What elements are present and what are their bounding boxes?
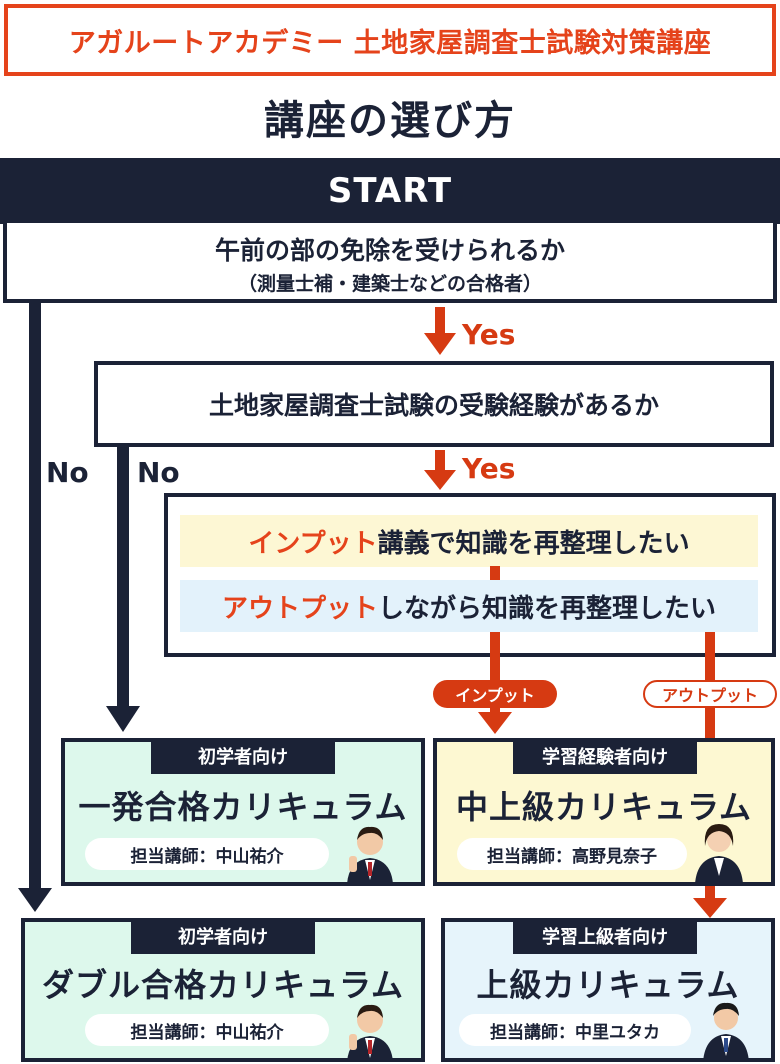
option-connector: [490, 566, 500, 580]
no-arrowhead-2: [106, 706, 140, 732]
option-input-text: 講義で知識を再整理したい: [377, 528, 690, 559]
card-title: ダブル合格カリキュラム: [41, 966, 405, 1004]
card-tag: 学習経験者向け: [513, 738, 697, 774]
pill-output: アウトプット: [643, 680, 777, 708]
card-tag: 初学者向け: [151, 738, 335, 774]
card-title: 一発合格カリキュラム: [78, 788, 408, 826]
card-tag: 初学者向け: [131, 918, 315, 954]
no-line-1: [29, 303, 41, 893]
page-title: 講座の選び方: [264, 98, 516, 144]
pill-input: インプット: [433, 680, 557, 708]
yes-label-2: Yes: [462, 452, 516, 485]
question-1-box: 午前の部の免除を受けられるか （測量士補・建築士などの合格者）: [3, 223, 777, 303]
yes-arrowhead-1: [424, 333, 456, 355]
card-tag: 学習上級者向け: [513, 918, 697, 954]
no-arrowhead-1: [18, 888, 52, 912]
question-2-box: 土地家屋調査士試験の受験経験があるか: [94, 361, 774, 447]
input-arrowhead: [478, 712, 512, 734]
advance-arrowhead: [693, 898, 727, 918]
yes-label-1: Yes: [462, 318, 516, 351]
yes-arrowhead-2: [424, 470, 456, 490]
card-double[interactable]: 初学者向け ダブル合格カリキュラム 担当講師：中山祐介: [21, 918, 425, 1062]
card-chujokyu[interactable]: 学習経験者向け 中上級カリキュラム 担当講師：高野見奈子: [433, 738, 775, 886]
card-ippatsu[interactable]: 初学者向け 一発合格カリキュラム 担当講師：中山祐介: [61, 738, 425, 886]
advance-line: [705, 886, 715, 902]
teacher-photo-icon: [703, 1002, 749, 1062]
input-line: [490, 632, 500, 714]
question-1-note: （測量士補・建築士などの合格者）: [237, 273, 542, 295]
no-label-2: No: [137, 456, 180, 489]
card-title: 上級カリキュラム: [476, 966, 740, 1004]
teacher-photo-icon: [347, 1004, 393, 1062]
teacher-label: 担当講師：中山祐介: [85, 1014, 329, 1046]
no-label-1: No: [46, 456, 89, 489]
teacher-label: 担当講師：高野見奈子: [457, 838, 687, 870]
option-input-highlight: インプット: [248, 528, 378, 559]
option-output-highlight: アウトプット: [221, 593, 378, 624]
card-jokyu[interactable]: 学習上級者向け 上級カリキュラム 担当講師：中里ユタカ: [441, 918, 775, 1062]
no-line-2: [117, 447, 129, 709]
header-banner: アガルートアカデミー 土地家屋調査士試験対策講座: [4, 4, 776, 76]
start-bar: START: [0, 158, 780, 224]
question-1-text: 午前の部の免除を受けられるか: [214, 236, 565, 265]
teacher-label: 担当講師：中山祐介: [85, 838, 329, 870]
card-title: 中上級カリキュラム: [455, 788, 753, 826]
yes-line-1: [435, 307, 445, 335]
option-input: インプット講義で知識を再整理したい: [180, 515, 758, 567]
option-output-text: しながら知識を再整理したい: [378, 593, 717, 624]
teacher-photo-icon: [347, 826, 393, 884]
teacher-photo-icon: [695, 824, 743, 884]
yes-line-2: [435, 450, 445, 472]
option-output: アウトプットしながら知識を再整理したい: [180, 580, 758, 632]
teacher-label: 担当講師：中里ユタカ: [459, 1014, 691, 1046]
